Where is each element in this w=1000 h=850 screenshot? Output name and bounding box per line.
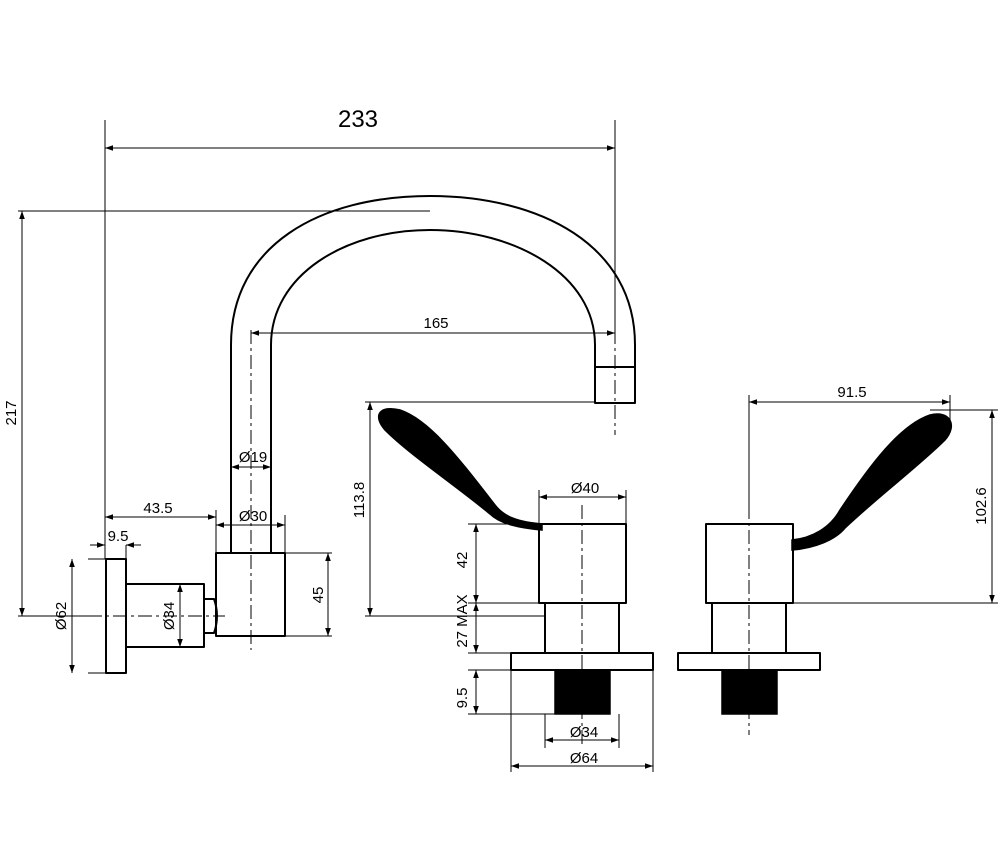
dim-wall-offset: 43.5 bbox=[143, 500, 172, 517]
spout-outer bbox=[230, 195, 636, 554]
extension-lines bbox=[18, 120, 998, 772]
dim-shank-diameter: Ø34 bbox=[570, 724, 598, 741]
dimension-labels: 233 217 165 Ø19 Ø30 43.5 9.5 Ø62 Ø34 45 … bbox=[3, 106, 990, 767]
dim-base-height: 45 bbox=[310, 587, 327, 604]
dim-deck-max: 27 MAX bbox=[454, 594, 471, 647]
dim-overall-height: 217 bbox=[3, 400, 20, 425]
dim-spout-diameter: Ø19 bbox=[239, 449, 267, 466]
left-lever bbox=[378, 408, 543, 531]
dim-handle-body-height: 42 bbox=[454, 552, 471, 569]
right-lever bbox=[791, 413, 952, 551]
dim-overall-width: 233 bbox=[338, 106, 378, 133]
right-handle-assembly bbox=[677, 413, 952, 735]
dim-deck-plate: 9.5 bbox=[454, 688, 471, 709]
dim-body-diameter: Ø34 bbox=[161, 602, 178, 630]
dim-right-handle-height: 102.6 bbox=[973, 487, 990, 525]
spout-inner bbox=[270, 229, 596, 554]
spout-assembly bbox=[88, 195, 636, 674]
dim-spout-base-diameter: Ø30 bbox=[239, 508, 267, 525]
dimension-lines bbox=[19, 145, 995, 769]
left-handle-assembly bbox=[378, 408, 654, 748]
dim-flange-thickness: 9.5 bbox=[108, 528, 129, 545]
dim-spout-reach: 165 bbox=[423, 315, 448, 332]
dim-handle-reach: 91.5 bbox=[837, 384, 866, 401]
dim-handle-diameter: Ø40 bbox=[571, 480, 599, 497]
dim-flange-diameter: Ø62 bbox=[53, 602, 70, 630]
dim-left-handle-height: 113.8 bbox=[351, 482, 368, 518]
dim-plate-diameter: Ø64 bbox=[570, 750, 598, 767]
